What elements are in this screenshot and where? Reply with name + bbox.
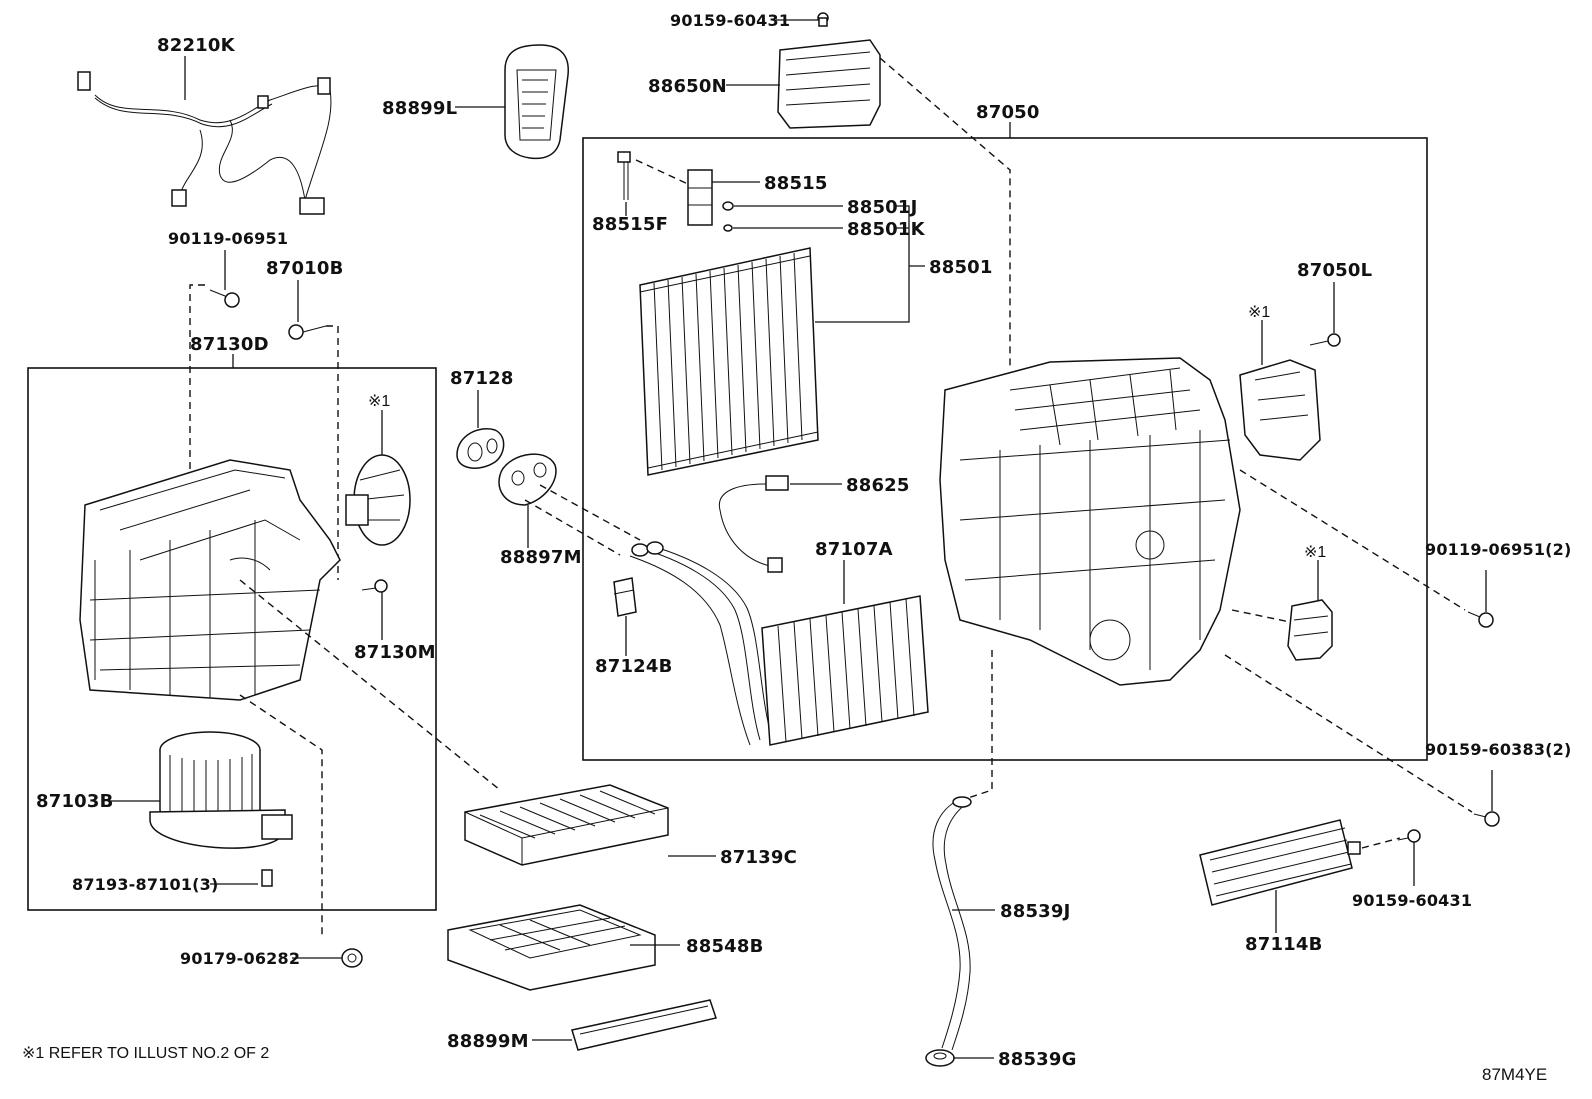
label-87139C: 87139C bbox=[720, 847, 797, 868]
screw-90159-60383-2-part bbox=[1473, 811, 1500, 827]
packing-seal-part bbox=[456, 428, 505, 469]
screw-90119-06951-2-part bbox=[1467, 611, 1494, 628]
label-88539J: 88539J bbox=[1000, 901, 1071, 922]
ref-mark-blower: ※1 bbox=[368, 393, 390, 410]
evaporator-core-part bbox=[639, 247, 819, 476]
drain-hose-part bbox=[932, 796, 972, 1051]
screw-87193-part bbox=[261, 869, 273, 887]
vent-grille-part bbox=[504, 44, 569, 160]
label-87103B: 87103B bbox=[36, 791, 114, 812]
filter-case-part bbox=[447, 904, 656, 991]
heater-unit-group-box bbox=[582, 137, 1428, 761]
drain-grommet-part bbox=[925, 1049, 955, 1067]
heater-unit-case-part bbox=[939, 357, 1241, 686]
wire-harness-part bbox=[77, 71, 332, 215]
servo-actuator-lower-part bbox=[1287, 599, 1333, 661]
label-88501K: 88501K bbox=[847, 219, 926, 240]
label-88515: 88515 bbox=[764, 173, 828, 194]
label-88515F: 88515F bbox=[592, 214, 668, 235]
screw-87010B-part bbox=[288, 324, 327, 340]
screw-87130M-part bbox=[361, 579, 388, 593]
ref-mark-lower: ※1 bbox=[1304, 544, 1326, 561]
grommet-part bbox=[341, 948, 363, 968]
servo-actuator-upper-part bbox=[1239, 359, 1321, 461]
screw-87050L-part bbox=[1309, 333, 1341, 347]
dash-bolt-to-valve bbox=[635, 159, 691, 186]
label-88501: 88501 bbox=[929, 257, 993, 278]
dash-actuator-lower bbox=[1231, 609, 1291, 623]
footnote-text: ※1 REFER TO ILLUST NO.2 OF 2 bbox=[22, 1045, 269, 1062]
pipe-clamp-part bbox=[613, 577, 637, 617]
label-90159-60431-bot: 90159-60431 bbox=[1352, 891, 1472, 910]
label-88501J: 88501J bbox=[847, 197, 918, 218]
label-87193-87101-3: 87193-87101(3) bbox=[72, 875, 219, 894]
illustration-code: 87M4YE bbox=[1482, 1065, 1547, 1084]
label-87130M: 87130M bbox=[354, 642, 436, 663]
o-ring-88501J-part bbox=[722, 201, 734, 211]
dash-unit-to-drain bbox=[961, 650, 993, 801]
expansion-valve-part bbox=[687, 169, 713, 226]
bolt-88515F-part bbox=[617, 151, 631, 200]
screw-top-part bbox=[817, 12, 829, 27]
label-90159-60431-top: 90159-60431 bbox=[670, 11, 790, 30]
cabin-air-filter-part bbox=[464, 784, 669, 866]
filter-cover-part bbox=[571, 999, 717, 1051]
screw-90159-60431-bot-part bbox=[1397, 829, 1421, 843]
label-90159-60383-2: 90159-60383(2) bbox=[1425, 740, 1572, 759]
dash-unit-to-screw-upper bbox=[1239, 469, 1466, 611]
label-87050L: 87050L bbox=[1297, 260, 1372, 281]
label-88899M: 88899M bbox=[447, 1031, 529, 1052]
resistor-part bbox=[345, 454, 411, 546]
temperature-sensor-part bbox=[718, 475, 789, 573]
dash-blower-to-grommet bbox=[239, 694, 323, 935]
label-90119-06951: 90119-06951 bbox=[168, 229, 288, 248]
pipe-plate-part bbox=[498, 453, 557, 506]
dash-88650N-to-unit bbox=[879, 57, 1011, 370]
label-90119-06951-2: 90119-06951(2) bbox=[1425, 540, 1572, 559]
dash-blower-to-filter bbox=[239, 579, 501, 791]
label-88539G: 88539G bbox=[998, 1049, 1077, 1070]
label-88650N: 88650N bbox=[648, 76, 727, 97]
heater-core-part bbox=[761, 595, 929, 746]
label-87107A: 87107A bbox=[815, 539, 893, 560]
ptc-heater-part bbox=[1199, 819, 1361, 906]
label-87050: 87050 bbox=[976, 102, 1040, 123]
o-ring-88501K-part bbox=[723, 224, 733, 232]
screw-90119-part bbox=[209, 289, 240, 308]
label-87130D: 87130D bbox=[190, 334, 269, 355]
label-88625: 88625 bbox=[846, 475, 910, 496]
label-90179-06282: 90179-06282 bbox=[180, 949, 300, 968]
control-module-part bbox=[777, 39, 881, 129]
label-87128: 87128 bbox=[450, 368, 514, 389]
label-87124B: 87124B bbox=[595, 656, 673, 677]
ref-mark-upper: ※1 bbox=[1248, 304, 1270, 321]
label-88899L: 88899L bbox=[382, 98, 457, 119]
label-87010B: 87010B bbox=[266, 258, 344, 279]
blower-case-part bbox=[79, 459, 341, 701]
label-87114B: 87114B bbox=[1245, 934, 1323, 955]
heater-pipes-part bbox=[629, 541, 773, 746]
label-82210K: 82210K bbox=[157, 35, 236, 56]
leader-88501-bracket bbox=[815, 205, 925, 323]
dash-ptc-to-screw bbox=[1361, 837, 1401, 849]
dash-unit-to-screw-lower bbox=[1224, 654, 1473, 813]
blower-motor-part bbox=[149, 731, 293, 849]
label-88897M: 88897M bbox=[500, 547, 582, 568]
dash-plate-to-pipes bbox=[524, 484, 641, 556]
dash-87010B bbox=[326, 325, 339, 580]
blower-assembly-group-box bbox=[27, 367, 437, 911]
label-88548B: 88548B bbox=[686, 936, 764, 957]
